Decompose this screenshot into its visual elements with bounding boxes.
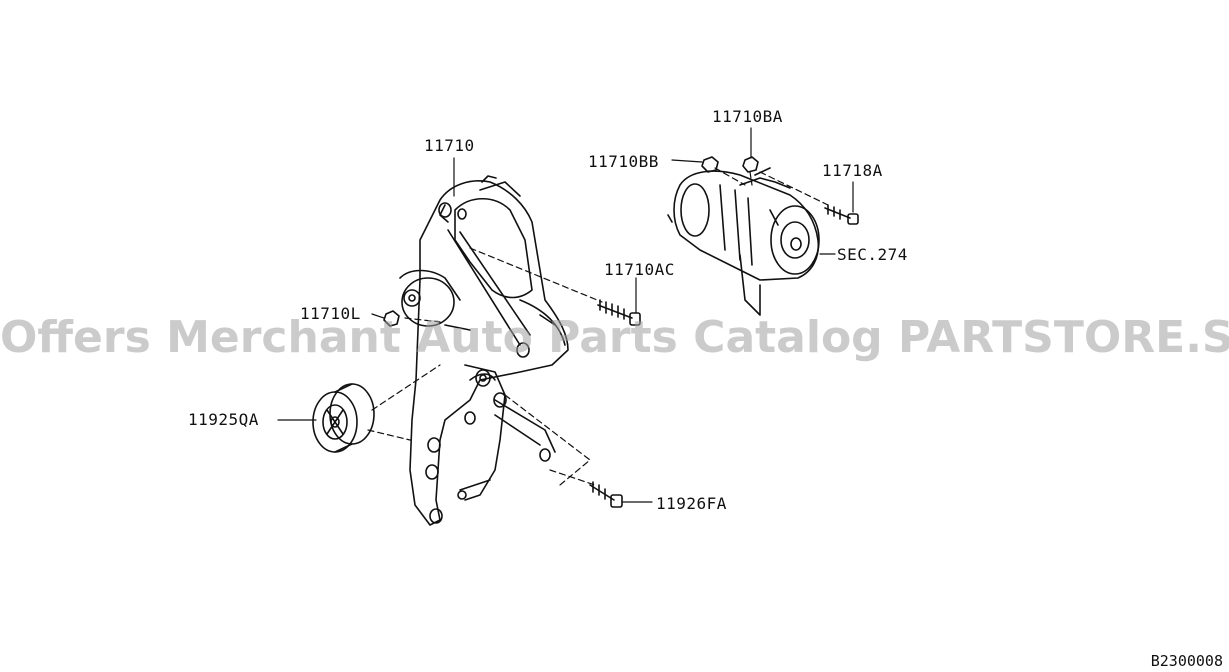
label-11718A[interactable]: 11718A: [822, 161, 883, 180]
nut-11710L: [383, 310, 400, 327]
leader-lines: [277, 127, 854, 503]
nut-11710BA: [742, 156, 759, 173]
label-11710BB[interactable]: 11710BB: [588, 152, 659, 171]
nut-11710BB: [701, 156, 719, 173]
figure-id: B2300008: [1150, 652, 1223, 670]
label-sec-274[interactable]: SEC.274: [837, 245, 908, 264]
label-11925QA[interactable]: 11925QA: [188, 410, 259, 429]
ac-compressor: [667, 167, 820, 316]
label-11710BA[interactable]: 11710BA: [712, 107, 783, 126]
label-11710L[interactable]: 11710L: [300, 304, 361, 323]
idler-pulley: [312, 383, 375, 453]
label-11926FA[interactable]: 11926FA: [656, 494, 727, 513]
main-bracket: [399, 175, 569, 526]
label-11710[interactable]: 11710: [424, 136, 475, 155]
assembly-lines: [367, 167, 829, 486]
bolt-11718A: [824, 204, 859, 225]
label-11710AC[interactable]: 11710AC: [604, 260, 675, 279]
bolt-11710AC: [597, 299, 641, 326]
bolt-11926FA: [589, 481, 623, 508]
